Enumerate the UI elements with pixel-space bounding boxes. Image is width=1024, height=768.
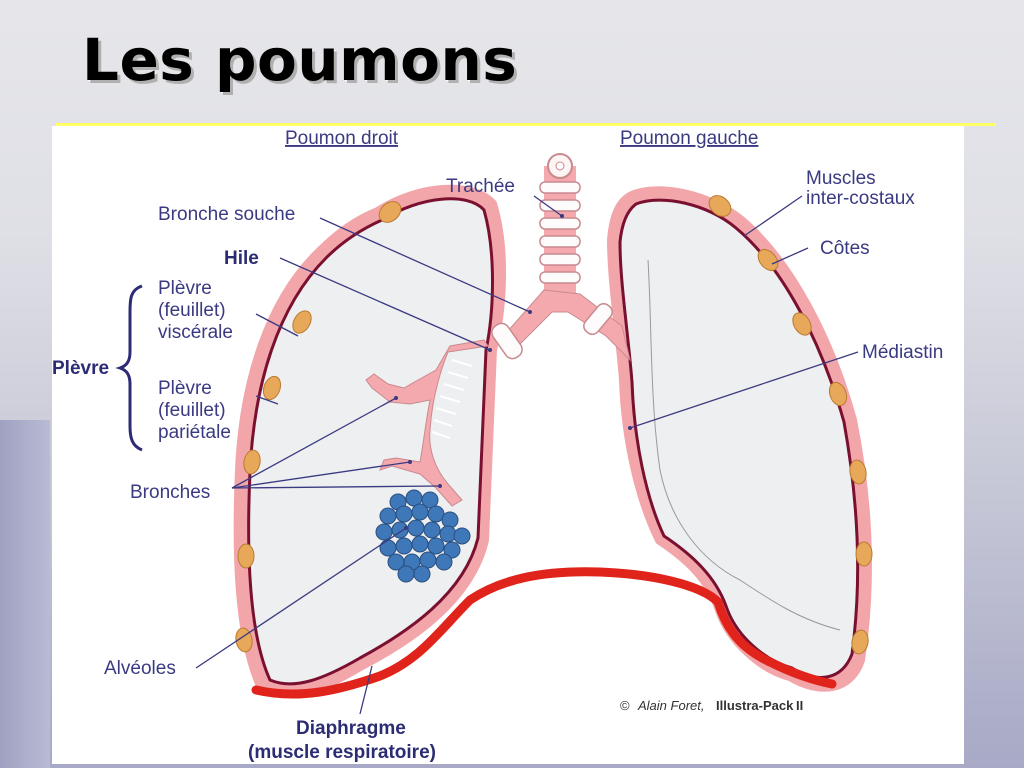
trachea-cartilage-rings — [539, 181, 581, 284]
slide-title: Les poumons — [82, 26, 518, 94]
bronchial-rings — [431, 359, 473, 439]
leader-visceral-pleura — [255, 313, 299, 337]
label-hilum: Hile — [224, 248, 259, 269]
label-visceral-1: Plèvre — [158, 278, 212, 299]
label-parietal-2: (feuillet) — [158, 400, 226, 421]
credit-edition: II — [796, 698, 803, 713]
bronchus-ring-left — [583, 302, 613, 336]
label-parietal-1: Plèvre — [158, 378, 212, 399]
title-underline — [56, 123, 996, 126]
leader-main-bronchus — [319, 217, 531, 313]
label-pleura: Plèvre — [52, 358, 109, 379]
diaphragm — [251, 567, 837, 699]
label-intercostal-1: Muscles — [806, 168, 876, 189]
label-intercostal-2: inter-costaux — [806, 188, 915, 209]
leader-bronchi-3 — [231, 485, 441, 489]
label-bronchi: Bronches — [130, 482, 210, 503]
leader-dot-main-bronchus — [528, 310, 532, 314]
leader-bronchi-1 — [231, 397, 397, 489]
label-visceral-3: viscérale — [158, 322, 233, 343]
credit-symbol: © — [620, 698, 630, 713]
left-lung — [618, 198, 860, 679]
leader-diaphragm — [359, 665, 373, 715]
leader-dot-hilum — [488, 348, 492, 352]
leader-ribs — [771, 247, 809, 265]
leader-dot-bronchi-3 — [438, 484, 442, 488]
header-left-lung: Poumon gauche — [620, 128, 758, 149]
label-diaphragm-1: Diaphragme — [296, 718, 406, 739]
credit-author: Alain Foret, — [637, 698, 704, 713]
ribs-right — [235, 201, 402, 653]
header-right-lung: Poumon droit — [285, 128, 399, 149]
leader-trachea — [533, 195, 563, 217]
trachea-top-hole — [555, 161, 565, 171]
label-alveoli: Alvéoles — [104, 658, 176, 679]
credit-product: Illustra-Pack — [716, 698, 794, 713]
leader-bronchi-2 — [231, 461, 411, 489]
leader-dot-mediastinum — [628, 426, 632, 430]
leader-intercostal — [743, 195, 803, 237]
label-visceral-2: (feuillet) — [158, 300, 226, 321]
leader-dot-alveoli — [404, 526, 408, 530]
leader-dot-bronchi-2 — [408, 460, 412, 464]
background-band — [0, 420, 50, 768]
leader-alveoli — [195, 527, 407, 669]
leader-dot-bronchi-1 — [394, 396, 398, 400]
cardiac-notch-line — [647, 259, 841, 631]
label-main-bronchus: Bronche souche — [158, 204, 295, 225]
leader-hilum — [279, 257, 491, 351]
pleura-brace — [115, 284, 143, 452]
alveoli-cluster — [375, 489, 471, 583]
label-ribs: Côtes — [820, 238, 870, 259]
leader-mediastinum — [629, 351, 859, 429]
leader-dot-trachea — [560, 214, 564, 218]
label-mediastinum: Médiastin — [862, 342, 943, 363]
leader-lines — [195, 195, 859, 715]
label-parietal-3: pariétale — [158, 422, 231, 443]
leader-parietal-pleura — [255, 395, 279, 405]
label-diaphragm-2: (muscle respiratoire) — [248, 742, 436, 763]
label-trachea: Trachée — [446, 176, 515, 197]
ribs-left — [708, 195, 873, 655]
bronchus-ring-right — [491, 322, 523, 360]
